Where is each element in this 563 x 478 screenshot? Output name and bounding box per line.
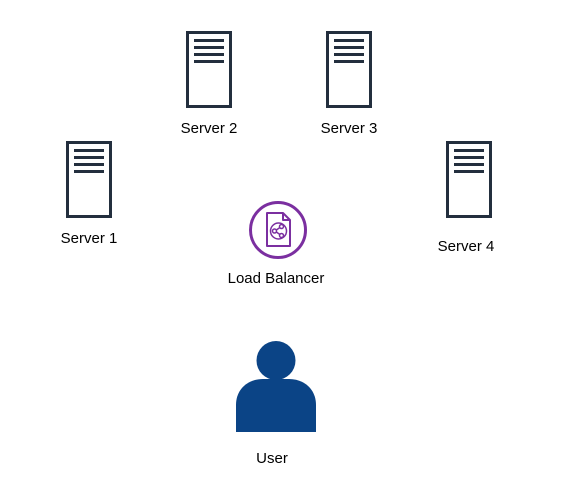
load-balancer-label: Load Balancer [227, 270, 325, 287]
user[interactable] [236, 341, 316, 432]
user-icon [236, 341, 316, 432]
server-icon [186, 31, 232, 108]
server-4[interactable] [446, 141, 492, 218]
server-icon [326, 31, 372, 108]
server-1-label: Server 1 [60, 230, 118, 247]
server-2-label: Server 2 [180, 120, 238, 137]
server-1[interactable] [66, 141, 112, 218]
user-label: User [256, 450, 288, 467]
server-3[interactable] [326, 31, 372, 108]
server-2[interactable] [186, 31, 232, 108]
server-4-label: Server 4 [437, 238, 495, 255]
server-icon [446, 141, 492, 218]
load-balancer[interactable] [248, 200, 308, 260]
server-icon [66, 141, 112, 218]
server-3-label: Server 3 [320, 120, 378, 137]
load-balancer-icon [249, 201, 307, 259]
